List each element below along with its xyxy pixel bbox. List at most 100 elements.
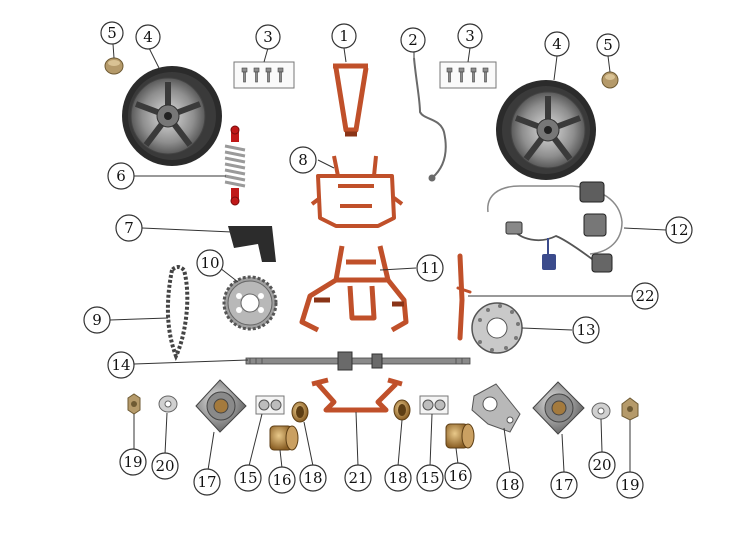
callout-9: 9 [83, 306, 111, 334]
side-rail [456, 253, 472, 341]
rear-axle [245, 351, 471, 371]
svg-text:4: 4 [552, 35, 562, 53]
svg-text:12: 12 [669, 221, 688, 239]
callout-11: 11 [416, 254, 444, 282]
callout-16-left: 16 [268, 466, 296, 494]
callout-14: 14 [107, 351, 135, 379]
callout-18-right: 18 [496, 471, 524, 499]
rear-wheel-right [496, 80, 596, 180]
rear-frame [299, 245, 409, 333]
svg-text:3: 3 [263, 28, 273, 46]
washer-plate-right [419, 395, 449, 415]
callout-6: 6 [107, 162, 135, 190]
flat-washer-left [158, 395, 178, 413]
svg-text:6: 6 [116, 167, 126, 185]
washer-plate-left [255, 395, 285, 415]
svg-text:16: 16 [448, 467, 467, 485]
callout-20-left: 20 [151, 452, 179, 480]
brake-cable [413, 57, 447, 182]
svg-text:17: 17 [197, 473, 216, 491]
wheel-hub-right [532, 381, 585, 435]
callout-5-right: 5 [596, 33, 620, 57]
bearing-left [269, 425, 299, 451]
svg-text:15: 15 [420, 469, 439, 487]
axle-bracket [311, 377, 403, 413]
svg-text:17: 17 [554, 476, 573, 494]
svg-text:2: 2 [408, 31, 418, 49]
callout-19-right: 19 [616, 471, 644, 499]
svg-text:20: 20 [592, 456, 611, 474]
callout-22: 22 [631, 282, 659, 310]
callout-13: 13 [572, 316, 600, 344]
callout-19-left: 19 [119, 448, 147, 476]
drive-chain [165, 265, 190, 361]
svg-text:19: 19 [620, 476, 639, 494]
bolt-set-right [439, 61, 497, 89]
svg-text:11: 11 [420, 259, 439, 277]
wheel-hub-left [195, 379, 247, 433]
svg-text:8: 8 [298, 151, 308, 169]
svg-text:7: 7 [124, 219, 134, 237]
callout-20-right: 20 [588, 451, 616, 479]
svg-text:5: 5 [107, 24, 117, 42]
hub-nut-right [601, 71, 619, 89]
caliper-bracket [471, 383, 521, 433]
callout-5-left: 5 [100, 21, 124, 45]
castle-nut-right [621, 397, 639, 421]
callout-1: 1 [331, 23, 357, 49]
svg-text:13: 13 [576, 321, 595, 339]
chain-guard [228, 226, 276, 262]
bushing-left [291, 401, 309, 423]
leader-lines [109, 43, 667, 473]
callout-10: 10 [196, 249, 224, 277]
shock-absorber [224, 125, 246, 206]
callout-3-right: 3 [457, 23, 483, 49]
svg-text:18: 18 [500, 476, 519, 494]
svg-text:3: 3 [465, 27, 475, 45]
callout-2: 2 [400, 27, 426, 53]
svg-text:1: 1 [339, 27, 349, 45]
svg-text:15: 15 [238, 469, 257, 487]
svg-text:4: 4 [143, 28, 153, 46]
callout-18-left: 18 [299, 464, 327, 492]
callout-21: 21 [344, 464, 372, 492]
flat-washer-right [591, 402, 611, 420]
rear-sprocket [222, 275, 278, 331]
hub-nut-left [104, 57, 124, 75]
svg-text:10: 10 [200, 254, 219, 272]
callout-8: 8 [289, 146, 317, 174]
svg-text:18: 18 [303, 469, 322, 487]
callout-7: 7 [115, 214, 143, 242]
svg-text:9: 9 [92, 311, 102, 329]
svg-text:14: 14 [111, 356, 130, 374]
callouts: 5 4 3 1 2 3 4 5 6 8 7 10 11 12 9 22 [83, 21, 693, 499]
svg-text:18: 18 [388, 469, 407, 487]
svg-text:22: 22 [635, 287, 654, 305]
rear-wheel-left [122, 66, 222, 166]
bearing-right [445, 423, 475, 449]
brake-disc [471, 302, 523, 354]
rear-rack [310, 155, 404, 228]
bushing-center [393, 399, 411, 421]
callout-18-center: 18 [384, 464, 412, 492]
svg-text:5: 5 [603, 36, 613, 54]
callout-3-left: 3 [255, 24, 281, 50]
callout-15-right: 15 [416, 464, 444, 492]
svg-text:16: 16 [272, 471, 291, 489]
svg-text:21: 21 [348, 469, 367, 487]
svg-text:20: 20 [155, 457, 174, 475]
callout-4-right: 4 [544, 31, 570, 57]
callout-17-left: 17 [193, 468, 221, 496]
svg-text:19: 19 [123, 453, 142, 471]
swing-arm [333, 63, 369, 137]
callout-4-left: 4 [135, 24, 161, 50]
callout-15-left: 15 [234, 464, 262, 492]
callout-17-right: 17 [550, 471, 578, 499]
callout-16-right: 16 [444, 462, 472, 490]
bolt-set-left [233, 61, 295, 89]
brake-assembly [487, 181, 623, 273]
castle-nut-left [127, 393, 141, 415]
callout-12: 12 [665, 216, 693, 244]
